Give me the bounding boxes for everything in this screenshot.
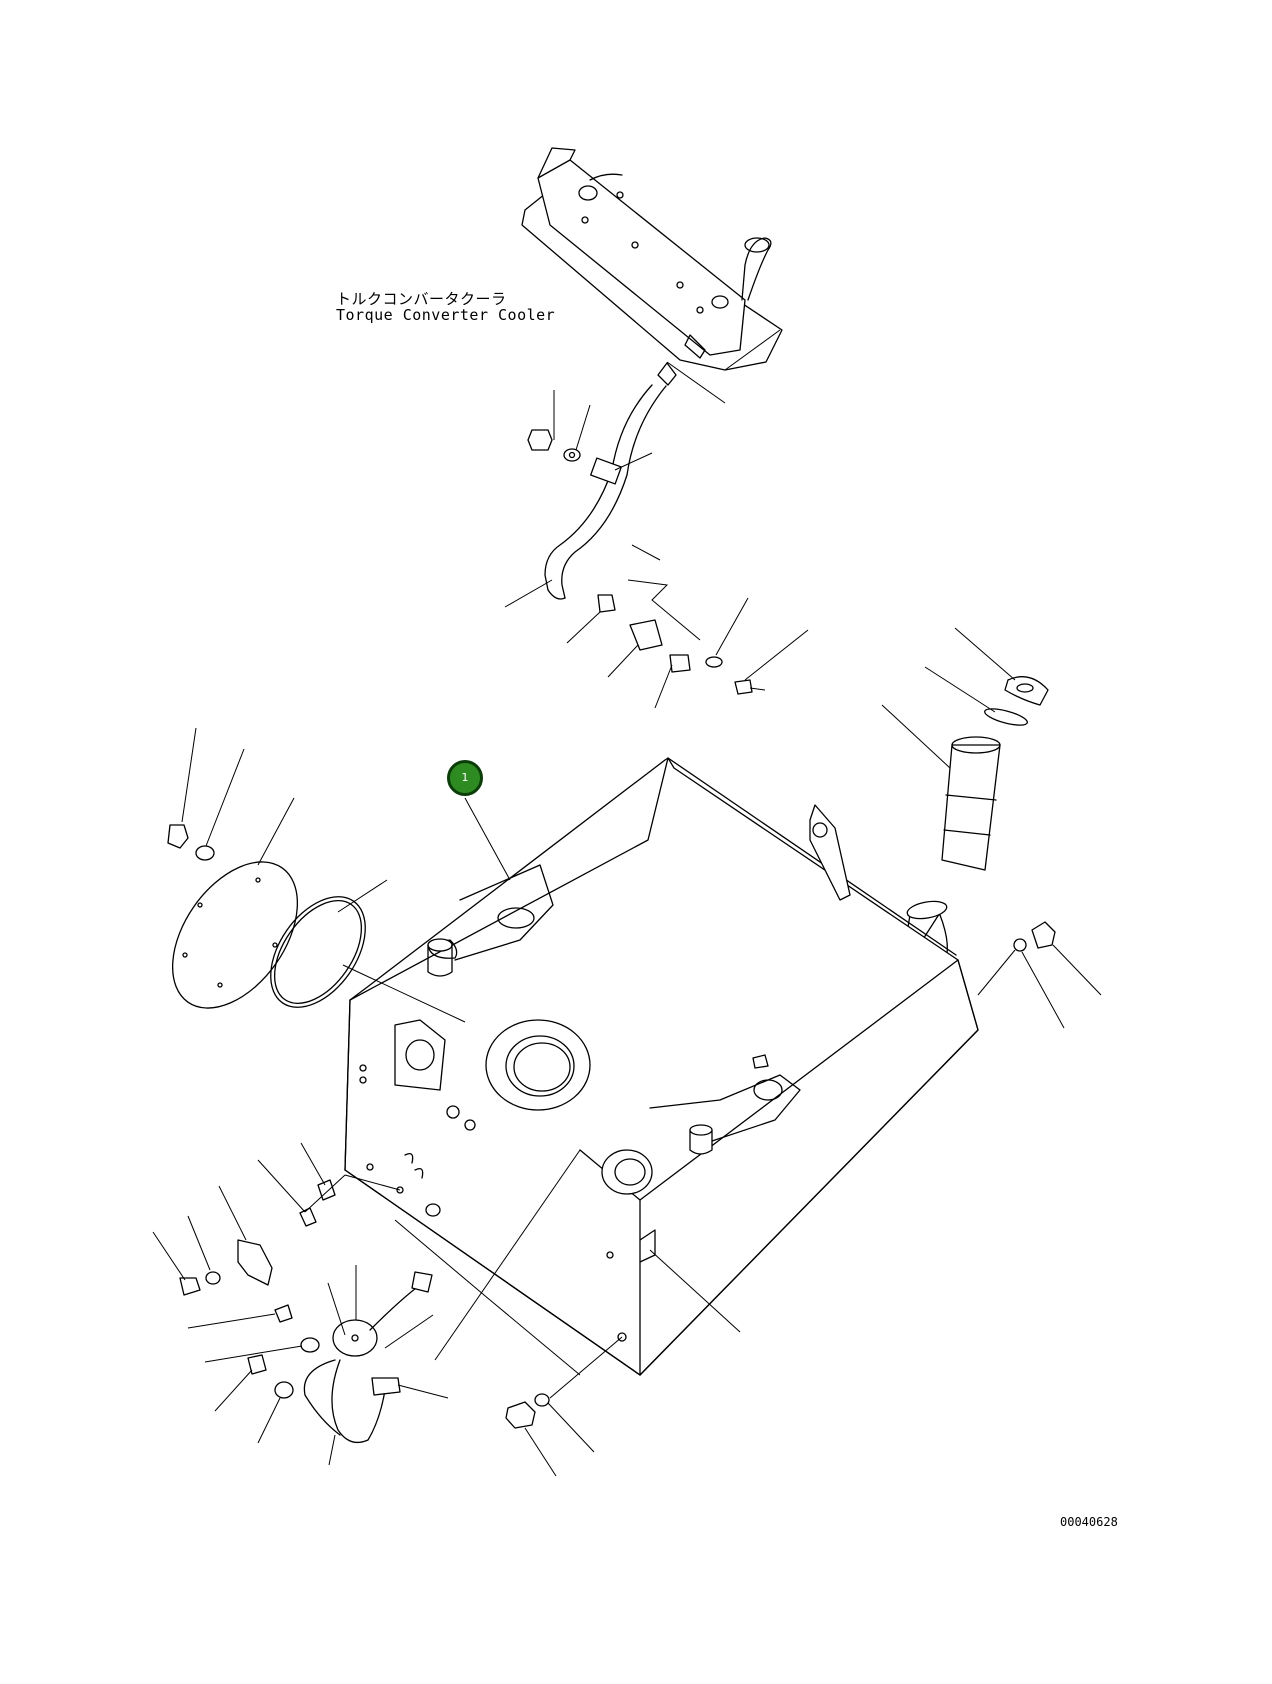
- part-label-english: Torque Converter Cooler: [336, 306, 556, 324]
- drawing-number: 00040628: [1060, 1515, 1118, 1529]
- torque-converter-cooler: [521, 147, 783, 371]
- part-label-japanese: トルクコンバータクーラ: [336, 290, 507, 308]
- drain-fittings: [505, 921, 1102, 1477]
- callout-badge-1[interactable]: 1: [447, 760, 483, 796]
- lower-fittings: [152, 1142, 581, 1466]
- small-fittings: [527, 429, 766, 695]
- cooler-hose: [544, 362, 677, 600]
- inspection-cover: [167, 727, 466, 1023]
- callout-1-leader: [464, 797, 511, 881]
- leader-lines-upper: [504, 361, 809, 709]
- hydraulic-tank: [344, 757, 979, 1376]
